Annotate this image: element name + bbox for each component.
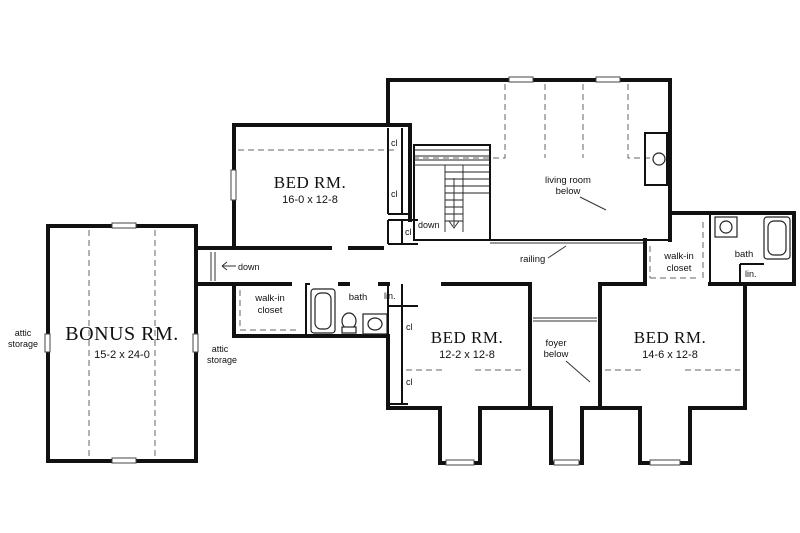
bed-room-1-title: BED RM. bbox=[274, 173, 346, 192]
walk-in-closet-right-label: walk-in bbox=[663, 251, 694, 262]
living-room-below-label-2: below bbox=[556, 186, 581, 197]
bed-room-1-dims: 16-0 x 12-8 bbox=[282, 194, 338, 206]
living-room-open-area: living room below railing bbox=[386, 76, 672, 265]
closet-label-bed2-a: cl bbox=[406, 322, 413, 332]
walk-in-closet-right-label-2: closet bbox=[667, 263, 692, 274]
down-hall-label: down bbox=[238, 262, 260, 272]
bed-room-3-title: BED RM. bbox=[634, 328, 706, 347]
attic-storage-right-label: attic bbox=[212, 344, 229, 354]
attic-storage-left-label: attic bbox=[15, 328, 32, 338]
closet-label-bed2-b: cl bbox=[406, 377, 413, 387]
bath-left-label: bath bbox=[349, 292, 368, 303]
bonus-room-title: BONUS RM. bbox=[65, 323, 178, 345]
linen-right-label: lin. bbox=[745, 269, 757, 279]
walk-in-closet-left-label: walk-in bbox=[254, 293, 285, 304]
closet-label-bed1-b: cl bbox=[391, 189, 398, 199]
foyer-below-label: foyer bbox=[545, 338, 566, 349]
foyer-below: foyer below bbox=[528, 317, 602, 466]
living-room-below-label: living room bbox=[545, 175, 591, 186]
attic-storage-left-label-2: storage bbox=[8, 339, 38, 349]
bonus-room: BONUS RM. 15-2 x 24-0 bbox=[44, 222, 199, 464]
attic-storage-right-label-2: storage bbox=[207, 355, 237, 365]
bath-right-label: bath bbox=[735, 249, 754, 260]
down-stair-label: down bbox=[418, 220, 440, 230]
bed-room-2: cl cl BED RM. 12-2 x 12-8 bbox=[386, 282, 532, 466]
foyer-below-label-2: below bbox=[544, 349, 569, 360]
bonus-room-dims: 15-2 x 24-0 bbox=[94, 349, 150, 361]
bed-room-2-dims: 12-2 x 12-8 bbox=[439, 349, 495, 361]
linen-left-label: lin. bbox=[384, 291, 396, 301]
closet-label-hall: cl bbox=[405, 227, 412, 237]
left-closet-bath: walk-in closet bath lin. bbox=[232, 282, 418, 338]
walk-in-closet-left-label-2: closet bbox=[258, 305, 283, 316]
bed-room-3: BED RM. 14-6 x 12-8 bbox=[598, 282, 747, 466]
right-closet-bath: walk-in closet bath lin. bbox=[643, 211, 796, 286]
staircase: down bbox=[413, 144, 491, 241]
closet-label-bed1-a: cl bbox=[391, 138, 398, 148]
bed-room-3-dims: 14-6 x 12-8 bbox=[642, 349, 698, 361]
bed-room-2-title: BED RM. bbox=[431, 328, 503, 347]
railing-label: railing bbox=[520, 254, 545, 265]
bed-room-1: cl cl BED RM. 16-0 x 12-8 bbox=[230, 123, 412, 250]
bonus-hall: down bbox=[194, 246, 260, 286]
